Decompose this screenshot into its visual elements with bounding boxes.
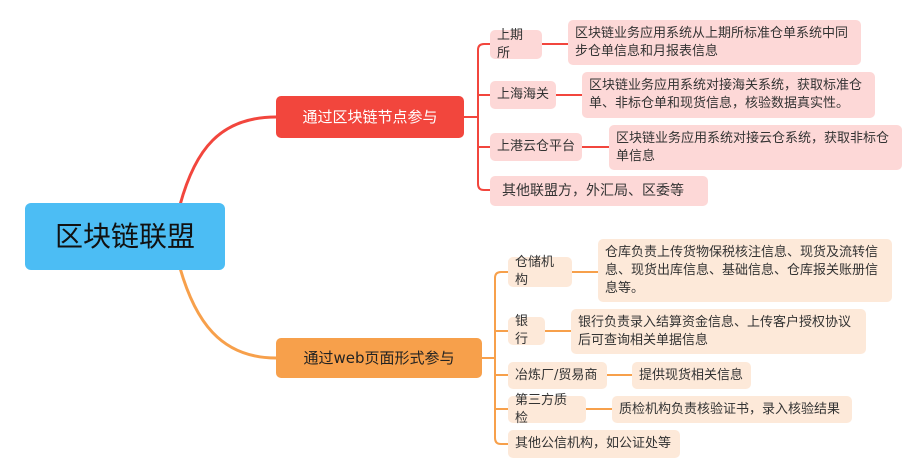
- node-warehouse[interactable]: 仓储机构: [508, 255, 572, 288]
- node-smelter-trader[interactable]: 冶炼厂/贸易商: [508, 362, 607, 389]
- node-shfe[interactable]: 上期所: [490, 28, 542, 61]
- desc-bank[interactable]: 银行负责录入结算资金信息、上传客户授权协议后可查询相关单据信息: [571, 309, 866, 354]
- node-cloud-warehouse[interactable]: 上港云仓平台: [490, 133, 582, 161]
- root-node[interactable]: 区块链联盟: [25, 203, 225, 270]
- branch-blockchain-node[interactable]: 通过区块链节点参与: [276, 96, 464, 138]
- node-other-credit[interactable]: 其他公信机构，如公证处等: [508, 430, 680, 458]
- branch-web-page[interactable]: 通过web页面形式参与: [276, 338, 482, 378]
- desc-third-party-inspection[interactable]: 质检机构负责核验证书，录入核验结果: [612, 396, 852, 423]
- node-third-party-inspection[interactable]: 第三方质检: [508, 393, 586, 426]
- node-bank[interactable]: 银行: [508, 314, 545, 347]
- desc-customs[interactable]: 区块链业务应用系统对接海关系统，获取标准仓单、非标仓单和现货信息，核验数据真实性…: [582, 72, 875, 118]
- node-customs[interactable]: 上海海关: [490, 81, 556, 109]
- node-other-alliance[interactable]: 其他联盟方，外汇局、区委等: [490, 176, 708, 206]
- desc-shfe[interactable]: 区块链业务应用系统从上期所标准仓单系统中同步仓单信息和月报表信息: [568, 20, 861, 65]
- desc-warehouse[interactable]: 仓库负责上传货物保税核注信息、现货及流转信息、现货出库信息、基础信息、仓库报关账…: [598, 239, 892, 302]
- desc-cloud-warehouse[interactable]: 区块链业务应用系统对接云仓系统，获取非标仓单信息: [609, 125, 902, 170]
- desc-smelter-trader[interactable]: 提供现货相关信息: [632, 362, 751, 389]
